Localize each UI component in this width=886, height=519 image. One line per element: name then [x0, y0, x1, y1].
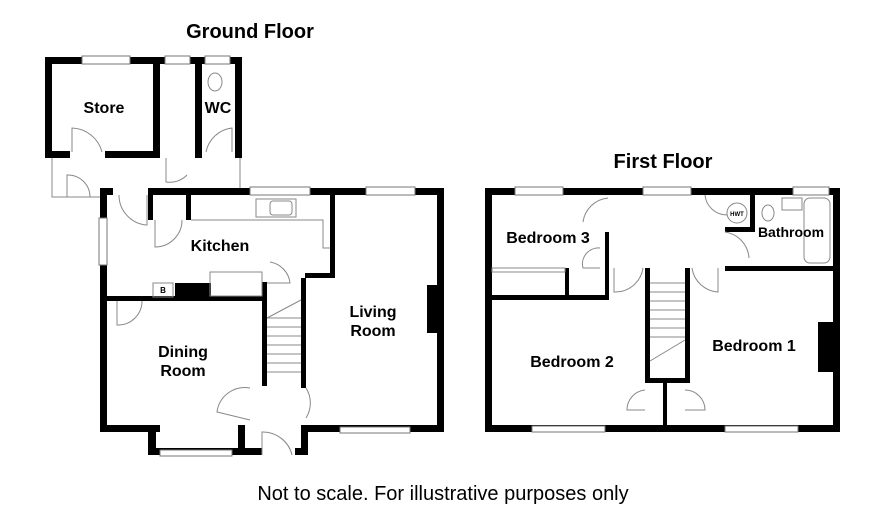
- stairs-first: [649, 282, 686, 362]
- ground-floor-title: Ground Floor: [186, 21, 314, 43]
- room-label-living-1: Living: [349, 304, 396, 321]
- room-label-bedroom-1: Bedroom 1: [712, 338, 796, 355]
- boiler-label: B: [160, 286, 166, 295]
- first-floor-title: First Floor: [614, 151, 713, 173]
- stairs-ground: [266, 299, 302, 373]
- room-label-kitchen: Kitchen: [191, 238, 250, 255]
- room-label-living-2: Room: [350, 323, 395, 340]
- first-floor-walls: [485, 186, 840, 433]
- room-label-bedroom-3: Bedroom 3: [506, 230, 590, 247]
- room-label-dining-1: Dining: [158, 344, 208, 361]
- disclaimer-footer: Not to scale. For illustrative purposes …: [257, 483, 628, 505]
- room-label-store: Store: [84, 100, 125, 117]
- outbuildings: [45, 55, 242, 198]
- room-label-bathroom: Bathroom: [758, 224, 824, 240]
- room-label-bedroom-2: Bedroom 2: [530, 354, 614, 371]
- ground-floor-walls: [98, 186, 444, 457]
- room-label-dining-2: Room: [160, 363, 205, 380]
- hwt-label: HWT: [730, 212, 744, 218]
- room-label-wc: WC: [205, 100, 232, 117]
